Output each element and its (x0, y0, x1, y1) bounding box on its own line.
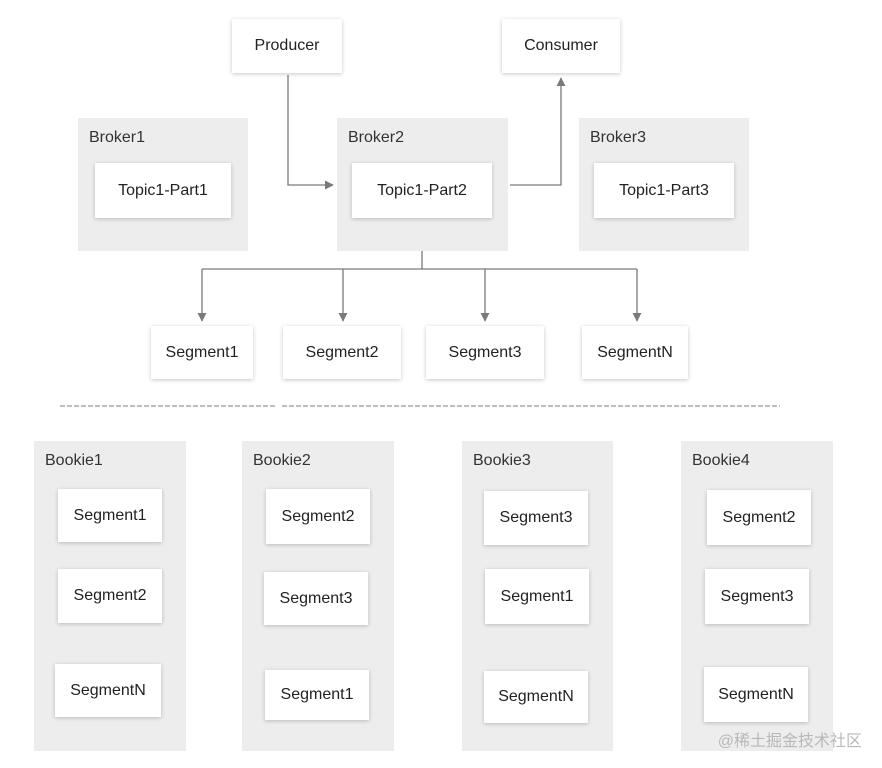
bookie1-label: Bookie1 (45, 452, 103, 469)
segment-node-3: Segment3 (426, 326, 544, 379)
bookie3-segment-1: Segment3 (484, 491, 588, 545)
bookie2-segment-2: Segment3 (264, 572, 368, 625)
broker2-topic-partition: Topic1-Part2 (352, 163, 492, 218)
bookie4-segment-2: Segment3 (705, 569, 809, 624)
topic-to-consumer-arrow (510, 77, 566, 186)
bookie3-label: Bookie3 (473, 452, 531, 469)
broker1-label: Broker1 (89, 129, 146, 146)
consumer-node: Consumer (502, 19, 620, 73)
bookie2-panel: Bookie2 Segment2 Segment3 Segment1 (242, 441, 394, 751)
bookie1-segment-3: SegmentN (55, 664, 161, 717)
bookie4-panel: Bookie4 Segment2 Segment3 SegmentN (681, 441, 833, 751)
broker2-panel: Broker2 Topic1-Part2 (337, 118, 508, 251)
bookie2-segment-1: Segment2 (266, 489, 370, 544)
broker2-label: Broker2 (348, 129, 405, 146)
broker1-panel: Broker1 Topic1-Part1 (78, 118, 248, 251)
bookie3-segment-2: Segment1 (485, 569, 589, 624)
segment-node-1: Segment1 (151, 326, 253, 379)
bookie4-segment-1: Segment2 (707, 490, 811, 545)
segment-node-n: SegmentN (582, 326, 688, 379)
segment-node-2: Segment2 (283, 326, 401, 379)
bookie1-segment-1: Segment1 (58, 489, 162, 542)
broker3-panel: Broker3 Topic1-Part3 (579, 118, 749, 251)
broker1-topic-partition: Topic1-Part1 (95, 163, 231, 218)
bookie4-label: Bookie4 (692, 452, 750, 469)
bookie4-segment-3: SegmentN (704, 667, 808, 722)
bookie2-label: Bookie2 (253, 452, 311, 469)
bookie3-panel: Bookie3 Segment3 Segment1 SegmentN (462, 441, 613, 751)
broker3-label: Broker3 (590, 129, 647, 146)
broker3-topic-partition: Topic1-Part3 (594, 163, 734, 218)
site-watermark: @稀土掘金技术社区 (717, 733, 862, 750)
producer-node: Producer (232, 19, 342, 73)
bookie1-segment-2: Segment2 (58, 569, 162, 623)
bookie1-panel: Bookie1 Segment1 Segment2 SegmentN (34, 441, 186, 751)
producer-to-topic-arrow (287, 75, 334, 190)
bookie2-segment-3: Segment1 (265, 670, 369, 720)
bookie3-segment-3: SegmentN (484, 671, 588, 723)
